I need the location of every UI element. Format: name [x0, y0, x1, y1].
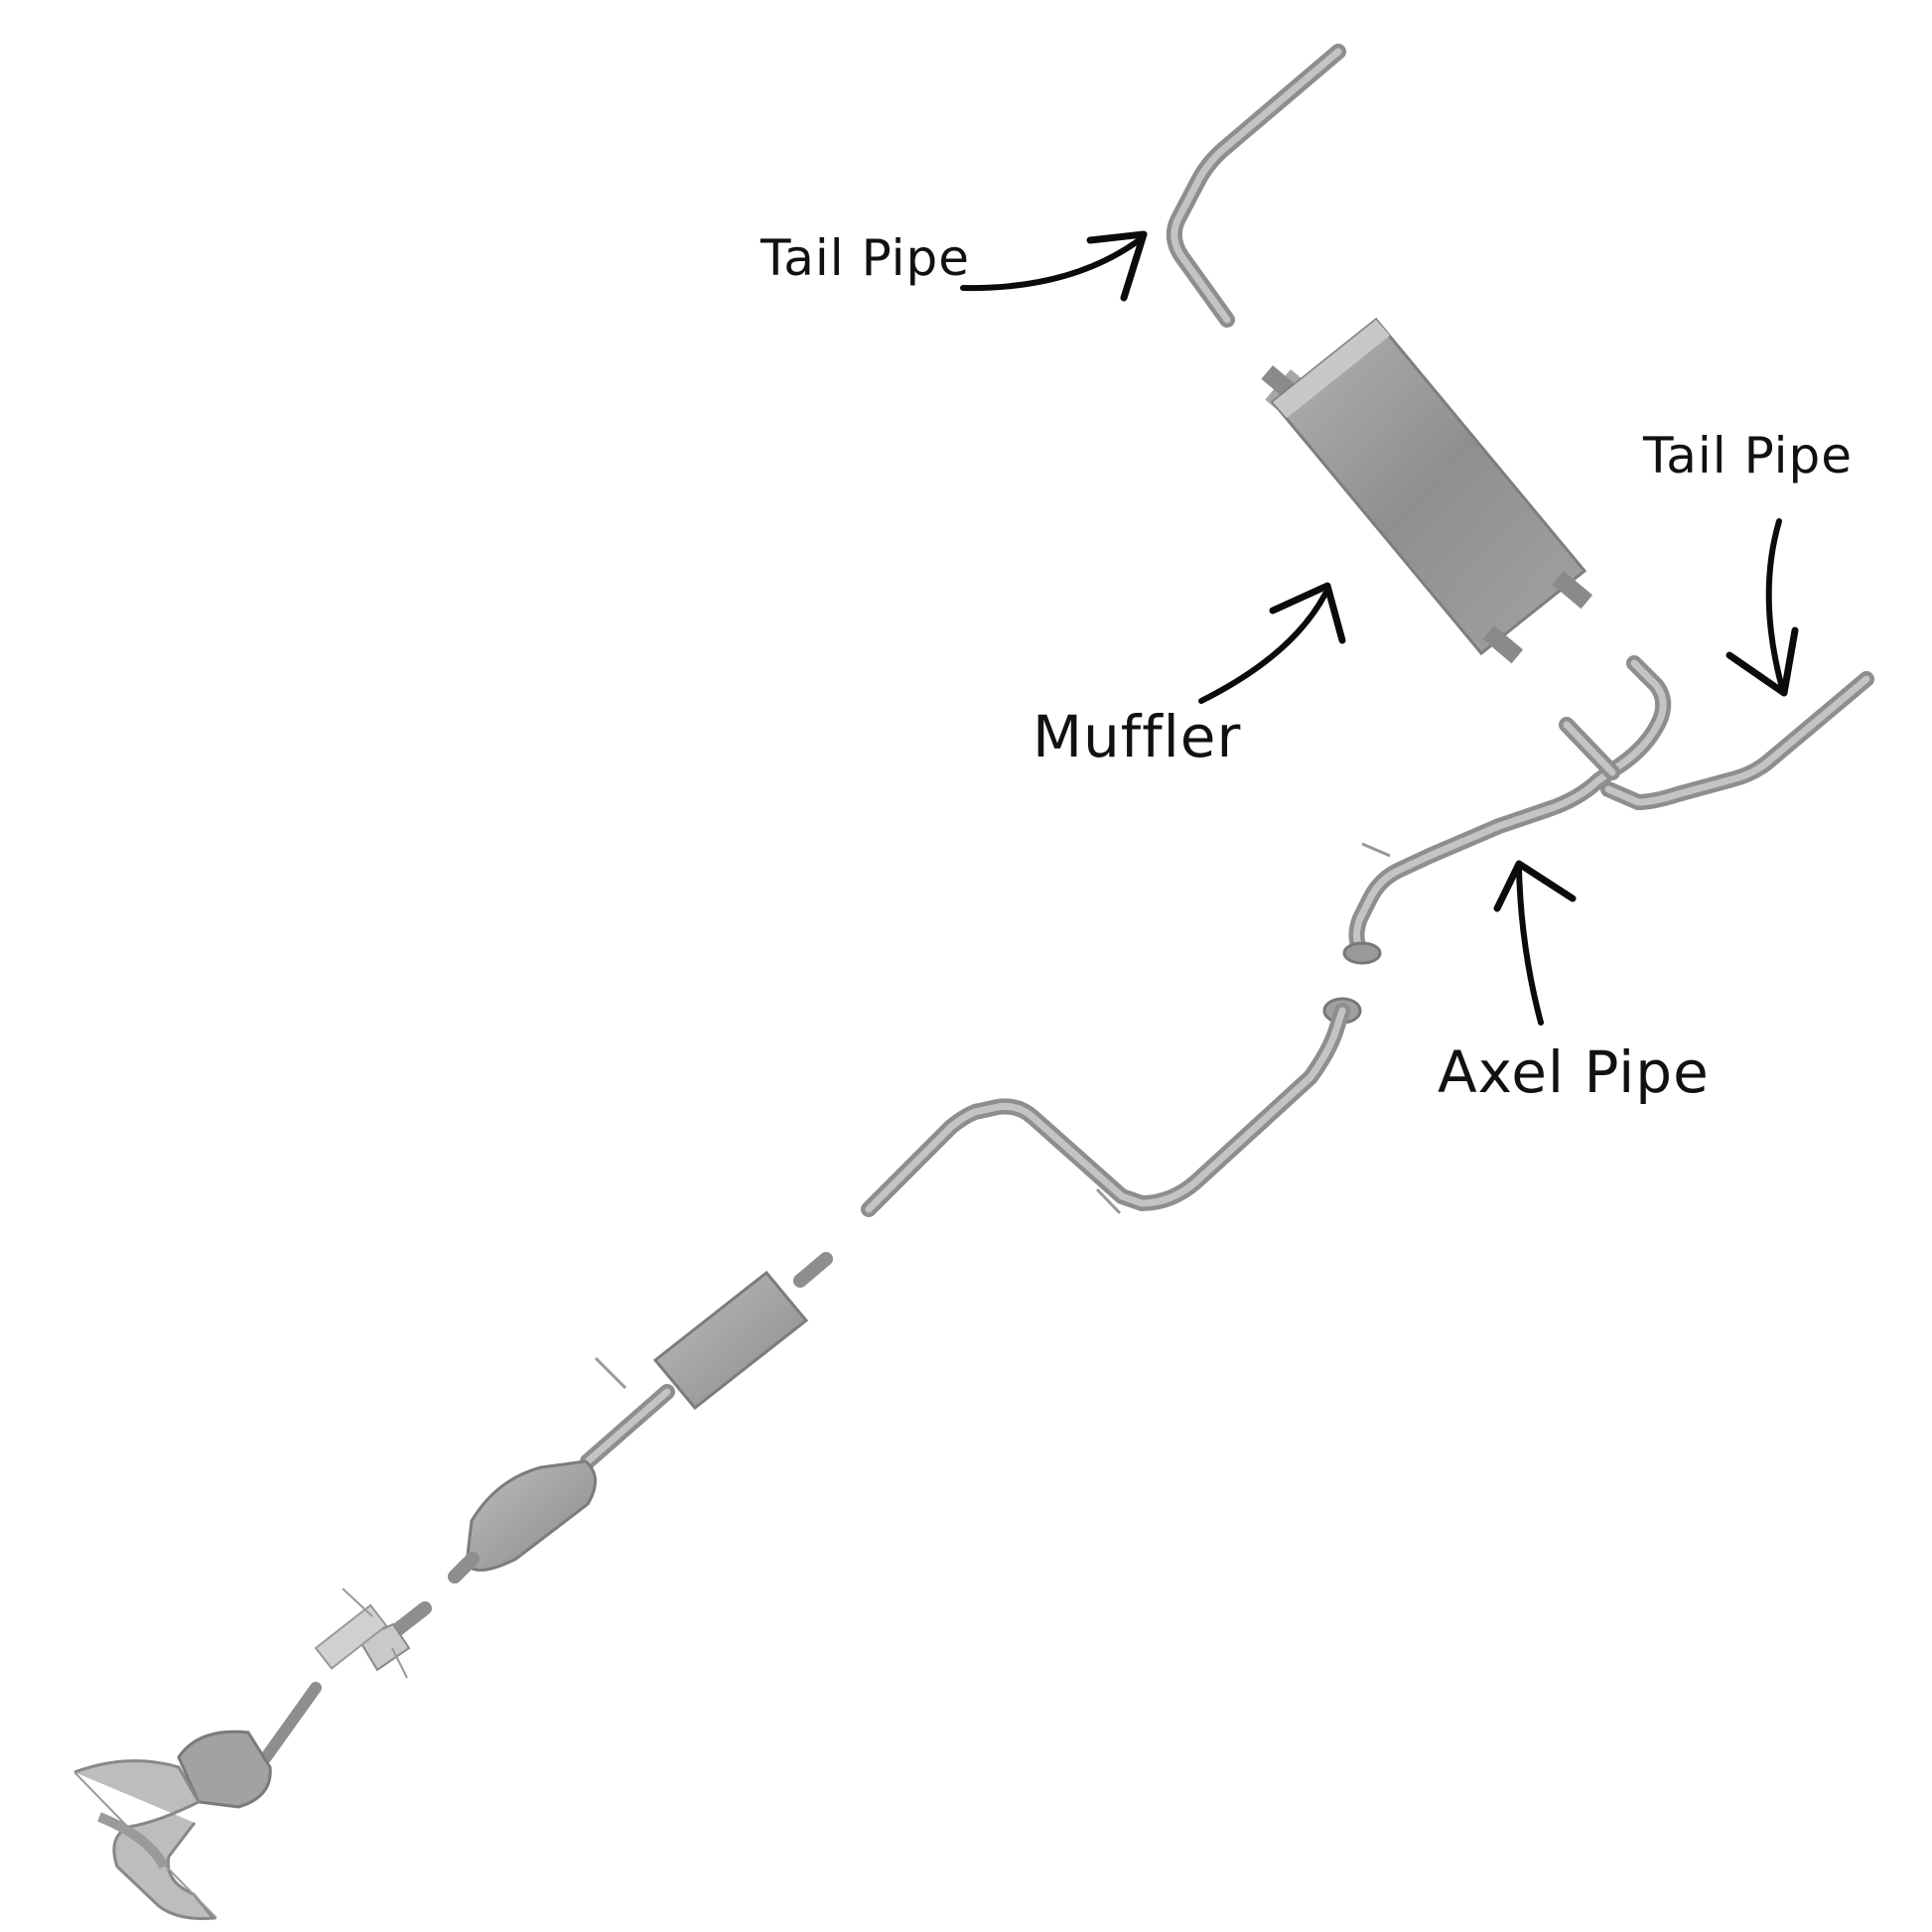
- arrow-axel-pipe: [1493, 860, 1577, 1026]
- label-muffler: Muffler: [1033, 703, 1241, 770]
- tail-pipe-right: [1600, 671, 1874, 810]
- label-tail-pipe-top: Tail Pipe: [759, 229, 970, 287]
- tail-pipe-top: [1166, 44, 1346, 328]
- main-muffler: [1261, 317, 1593, 664]
- label-tail-pipe-right: Tail Pipe: [1642, 427, 1853, 484]
- catalytic-converter-manifold: [73, 1587, 432, 1920]
- arrow-muffler: [1198, 582, 1346, 704]
- intermediate-pipe: [861, 997, 1362, 1217]
- axel-pipe: [1342, 655, 1672, 965]
- arrow-tail-pipe-top: [960, 230, 1148, 302]
- arrow-tail-pipe-right: [1725, 518, 1799, 697]
- label-axel-pipe: Axel Pipe: [1438, 1038, 1710, 1106]
- resonator-front-pipe: [448, 1252, 833, 1584]
